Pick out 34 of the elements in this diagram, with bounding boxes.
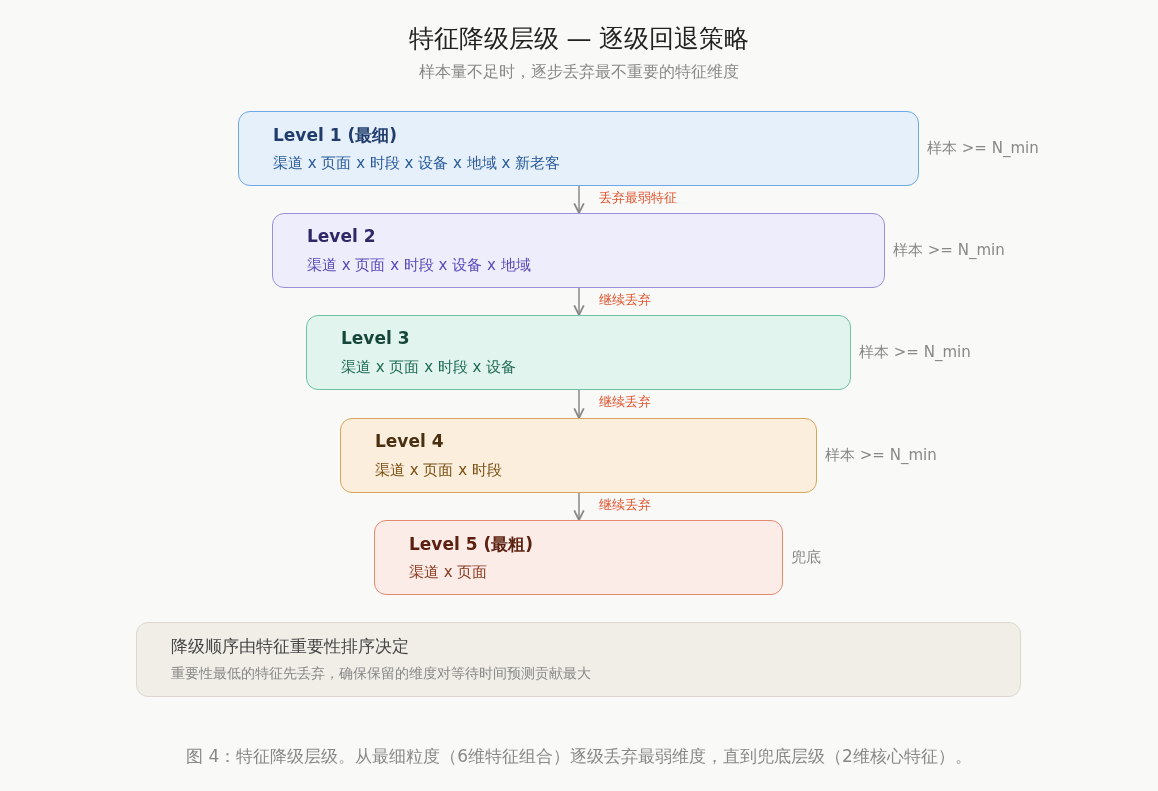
level-heading: Level 3 <box>341 328 410 348</box>
level-box <box>238 111 919 186</box>
level-features: 渠道 x 页面 x 时段 x 设备 x 地域 x 新老客 <box>273 154 561 173</box>
level-heading: Level 5 (最粗) <box>409 533 533 556</box>
level-box <box>374 520 783 595</box>
subtitle: 样本量不足时，逐步丢弃最不重要的特征维度 <box>418 62 740 83</box>
level-features: 渠道 x 页面 x 时段 <box>375 461 502 480</box>
level-heading: Level 2 <box>307 226 376 246</box>
level-box <box>340 418 817 493</box>
diagram-title: 特征降级层级 — 逐级回退策略 <box>407 23 751 55</box>
edge-label: 丢弃最弱特征 <box>597 188 679 207</box>
note-heading: 降级顺序由特征重要性排序决定 <box>171 635 409 658</box>
sample-condition: 样本 >= N_min <box>893 241 1005 260</box>
arrow <box>573 185 585 214</box>
level-features: 渠道 x 页面 <box>409 563 488 582</box>
level-box <box>272 213 885 288</box>
arrow <box>573 389 585 419</box>
level-box <box>306 315 851 390</box>
arrow <box>573 492 585 521</box>
sample-condition: 兜底 <box>791 548 821 567</box>
note-text: 重要性最低的特征先丢弃，确保保留的维度对等待时间预测贡献最大 <box>171 665 591 683</box>
edge-label: 继续丢弃 <box>597 290 653 309</box>
edge-label: 继续丢弃 <box>597 393 653 411</box>
sample-condition: 样本 >= N_min <box>927 139 1039 158</box>
level-heading: Level 4 <box>375 431 444 451</box>
level-heading: Level 1 (最细) <box>273 124 397 147</box>
sample-condition: 样本 >= N_min <box>825 446 937 465</box>
figure-caption: 图 4：特征降级层级。从最细粒度（6维特征组合）逐级丢弃最弱维度，直到兜底层级（2维核心特征）。 <box>185 745 973 768</box>
edge-label: 继续丢弃 <box>597 495 653 514</box>
arrow <box>573 287 585 316</box>
sample-condition: 样本 >= N_min <box>859 343 971 362</box>
note-box <box>136 622 1021 697</box>
level-features: 渠道 x 页面 x 时段 x 设备 <box>341 358 517 377</box>
level-features: 渠道 x 页面 x 时段 x 设备 x 地域 <box>307 256 531 275</box>
